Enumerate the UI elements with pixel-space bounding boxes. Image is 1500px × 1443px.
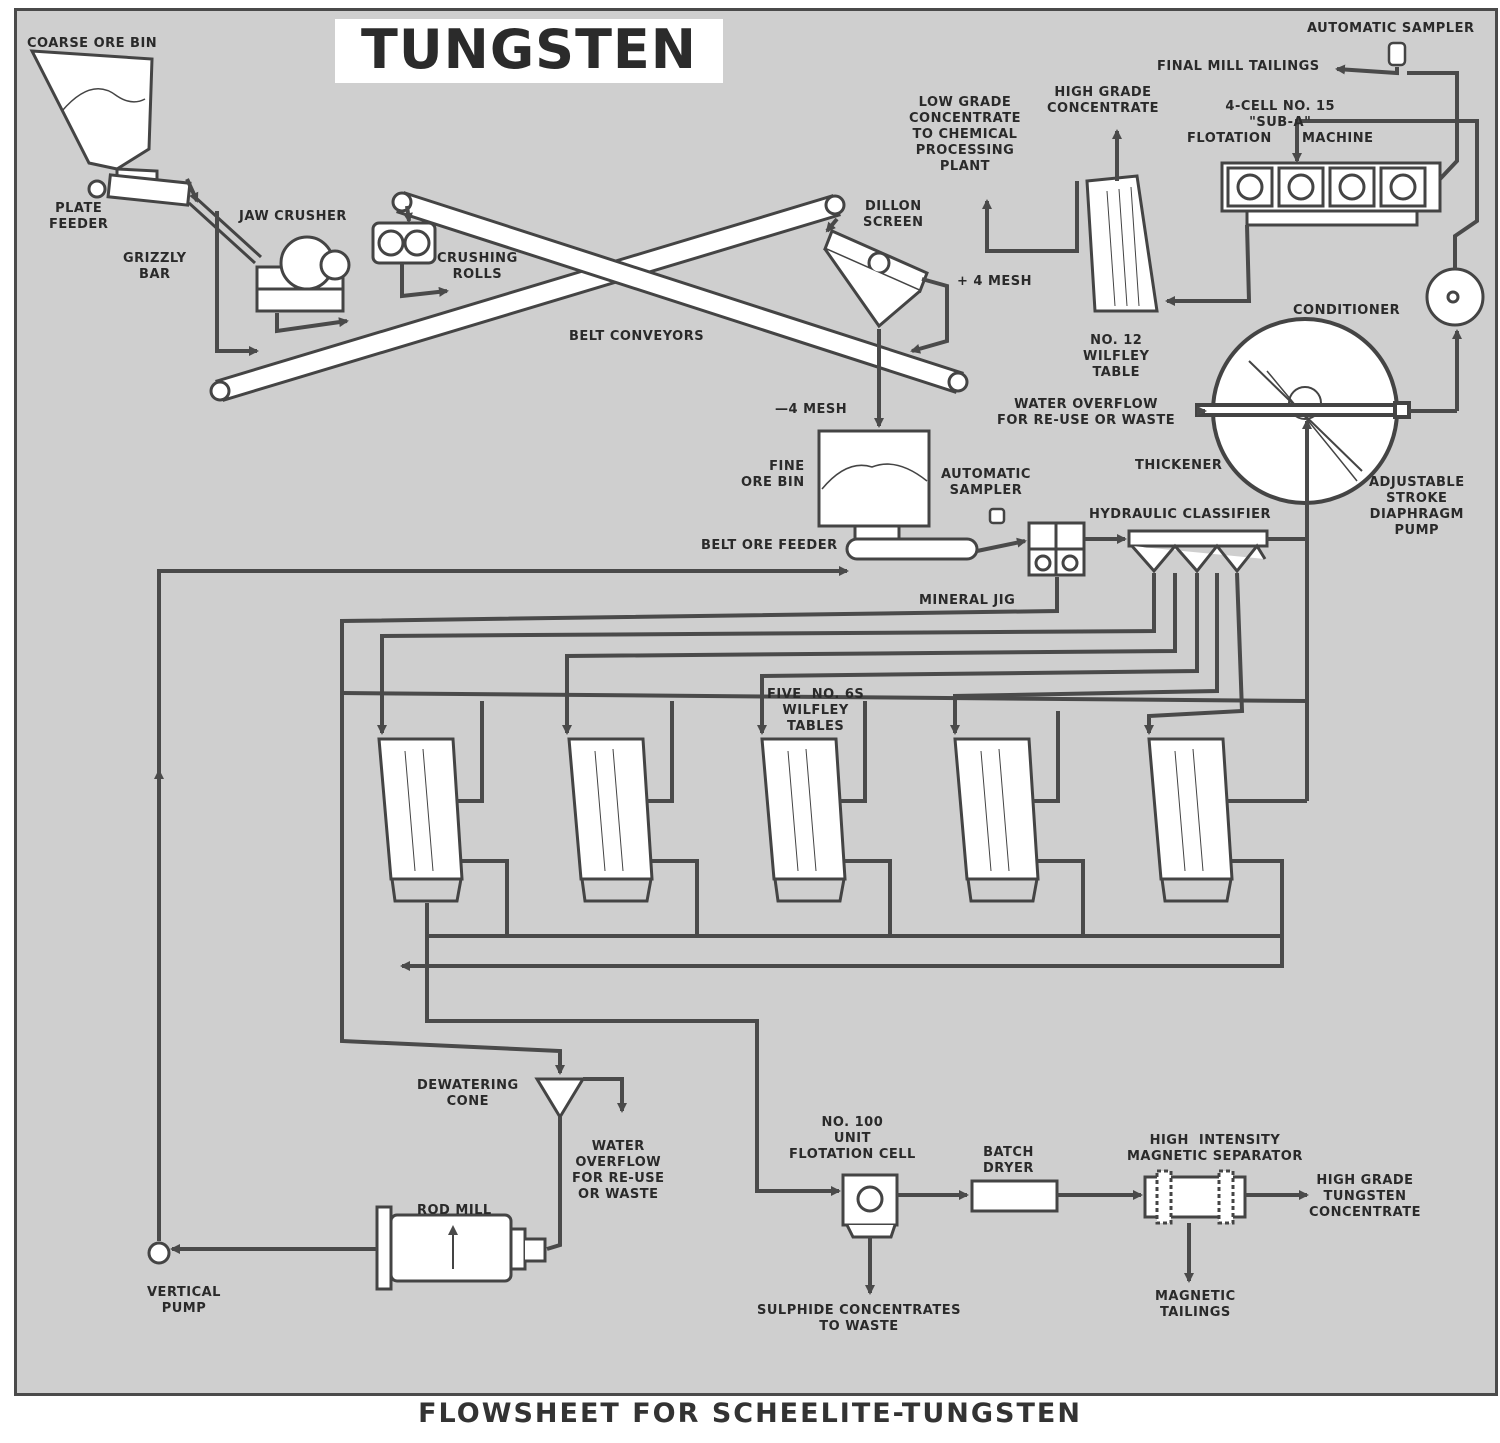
batch-dryer: [970, 1179, 1059, 1213]
label-rod-mill: ROD MILL: [417, 1203, 492, 1218]
label-belt-ore-feeder: BELT ORE FEEDER: [701, 538, 838, 553]
coarse-ore-bin: [29, 49, 159, 188]
label-plate-feeder: PLATE FEEDER: [49, 201, 109, 232]
title-background: [335, 19, 723, 83]
label-dillon-screen: DILLON SCREEN: [863, 199, 924, 230]
crushing-rolls: [371, 221, 437, 265]
plate-feeder: [87, 173, 192, 207]
label-low-grade-concentrate: LOW GRADE CONCENTRATE TO CHEMICAL PROCES…: [909, 95, 1021, 174]
label-magnetic-tailings: MAGNETIC TAILINGS: [1155, 1289, 1236, 1320]
wilfley-table-e: [1147, 737, 1234, 903]
label-magnetic-separator: HIGH INTENSITY MAGNETIC SEPARATOR: [1127, 1133, 1303, 1164]
grizzly-bar: [187, 195, 263, 265]
label-fine-ore-bin: FINE ORE BIN: [741, 459, 805, 490]
wilfley-table-d: [953, 737, 1040, 903]
flotation-cell-100: [841, 1173, 899, 1239]
vertical-pump: [147, 1241, 171, 1265]
hydraulic-classifier: [1127, 529, 1269, 574]
magnetic-separator: [1143, 1169, 1247, 1225]
automatic-sampler-mid: [988, 507, 1006, 525]
flotation-machine-15: [1220, 161, 1442, 227]
belt-conveyor-1: [209, 194, 846, 402]
dillon-screen: [823, 228, 929, 329]
label-minus-4-mesh: —4 MESH: [775, 402, 848, 417]
label-water-overflow-cone: WATER OVERFLOW FOR RE-USE OR WASTE: [572, 1139, 665, 1202]
belt-conveyor-2: [391, 191, 969, 394]
figure-caption: FLOWSHEET FOR SCHEELITE-TUNGSTEN: [418, 1398, 1082, 1429]
label-high-grade-concentrate: HIGH GRADE CONCENTRATE: [1047, 85, 1159, 116]
wilfley-table-c: [760, 737, 847, 903]
label-plus-4-mesh: + 4 MESH: [957, 274, 1033, 289]
label-high-grade-tungsten: HIGH GRADE TUNGSTEN CONCENTRATE: [1309, 1173, 1421, 1220]
label-vertical-pump: VERTICAL PUMP: [147, 1285, 221, 1316]
label-hydraulic-classifier: HYDRAULIC CLASSIFIER: [1089, 507, 1271, 522]
belt-ore-feeder: [845, 537, 979, 561]
label-flotation-cell-100: NO. 100 UNIT FLOTATION CELL: [789, 1115, 916, 1162]
label-flotation-machine-15: 4-CELL NO. 15 "SUB-A" FLOTATION MACHINE: [1187, 99, 1374, 146]
automatic-sampler-top: [1387, 41, 1407, 67]
wilfley-table-b: [567, 737, 654, 903]
label-diaphragm-pump: ADJUSTABLE STROKE DIAPHRAGM PUMP: [1369, 475, 1465, 538]
jaw-crusher: [255, 235, 351, 313]
label-automatic-sampler-mid: AUTOMATIC SAMPLER: [941, 467, 1031, 498]
flowsheet-panel: TUNGSTEN: [14, 8, 1498, 1396]
mineral-jig: [1027, 521, 1086, 577]
label-thickener: THICKENER: [1135, 458, 1223, 473]
conditioner: [1425, 267, 1485, 327]
label-mineral-jig: MINERAL JIG: [919, 593, 1016, 608]
label-wilfley-table-12: NO. 12 WILFLEY TABLE: [1083, 333, 1150, 380]
label-belt-conveyors: BELT CONVEYORS: [569, 329, 705, 344]
label-batch-dryer: BATCH DRYER: [983, 1145, 1034, 1176]
label-water-overflow-thickener: WATER OVERFLOW FOR RE-USE OR WASTE: [997, 397, 1176, 428]
process-diagram: [29, 41, 1485, 1295]
page-title: TUNGSTEN: [360, 18, 697, 81]
label-grizzly-bar: GRIZZLY BAR: [123, 251, 187, 282]
flow-lines: [154, 64, 1479, 1295]
rod-mill: [375, 1205, 547, 1291]
label-conditioner: CONDITIONER: [1293, 303, 1401, 318]
wilfley-table-12: [1085, 174, 1159, 313]
fine-ore-bin: [817, 429, 931, 542]
label-sulphide-concentrates: SULPHIDE CONCENTRATES TO WASTE: [757, 1303, 961, 1334]
label-automatic-sampler-top: AUTOMATIC SAMPLER: [1307, 21, 1475, 36]
label-crushing-rolls: CRUSHING ROLLS: [437, 251, 518, 282]
label-wilfley-tables-65: FIVE NO. 6S WILFLEY TABLES: [767, 687, 865, 734]
wilfley-table-a: [377, 737, 464, 903]
label-final-mill-tailings: FINAL MILL TAILINGS: [1157, 59, 1320, 74]
label-jaw-crusher: JAW CRUSHER: [239, 209, 347, 224]
dewatering-cone: [534, 1077, 586, 1120]
label-coarse-ore-bin: COARSE ORE BIN: [27, 36, 158, 51]
label-dewatering-cone: DEWATERING CONE: [417, 1078, 519, 1109]
